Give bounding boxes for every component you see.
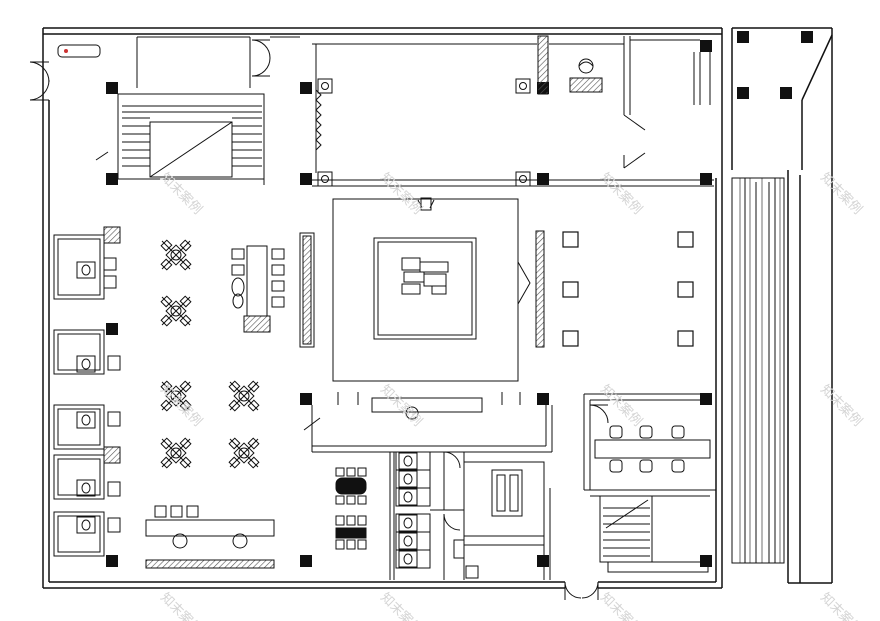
reception-area: [303, 392, 553, 453]
right-wing-corridor: [731, 177, 785, 564]
display-pedestals: [562, 231, 694, 347]
watermark-text: 知末案例: [377, 590, 425, 621]
outer-walls: [42, 27, 833, 589]
stairwell-left: [95, 36, 300, 185]
restroom-block: [389, 451, 551, 580]
stairwell-right: [599, 495, 709, 573]
entrance-door-left: [29, 44, 101, 101]
watermark-text: 知末案例: [597, 382, 645, 430]
meeting-tables: [335, 467, 367, 550]
upper-hall: [312, 35, 714, 187]
watermark-layer: 知末案例 知末案例 知末案例 知末案例 知末案例 知末案例 知末案例 知末案例 …: [157, 170, 865, 621]
watermark-text: 知末案例: [377, 170, 425, 218]
watermark-text: 知末案例: [597, 170, 645, 218]
watermark-text: 知末案例: [817, 170, 865, 218]
watermark-text: 知末案例: [377, 382, 425, 430]
watermark-text: 知末案例: [817, 590, 865, 621]
watermark-text: 知末案例: [817, 382, 865, 430]
central-exhibit-platform: [299, 197, 545, 382]
structural-columns: [106, 31, 813, 567]
watermark-text: 知末案例: [157, 382, 205, 430]
main-entrance-door: [564, 581, 599, 600]
office-workstations: [583, 393, 716, 497]
lounge-chairs: [231, 245, 285, 333]
bar-counter: [145, 505, 275, 569]
watermark-text: 知末案例: [597, 590, 645, 621]
left-booth-seating: [53, 226, 121, 557]
watermark-text: 知末案例: [157, 590, 205, 621]
